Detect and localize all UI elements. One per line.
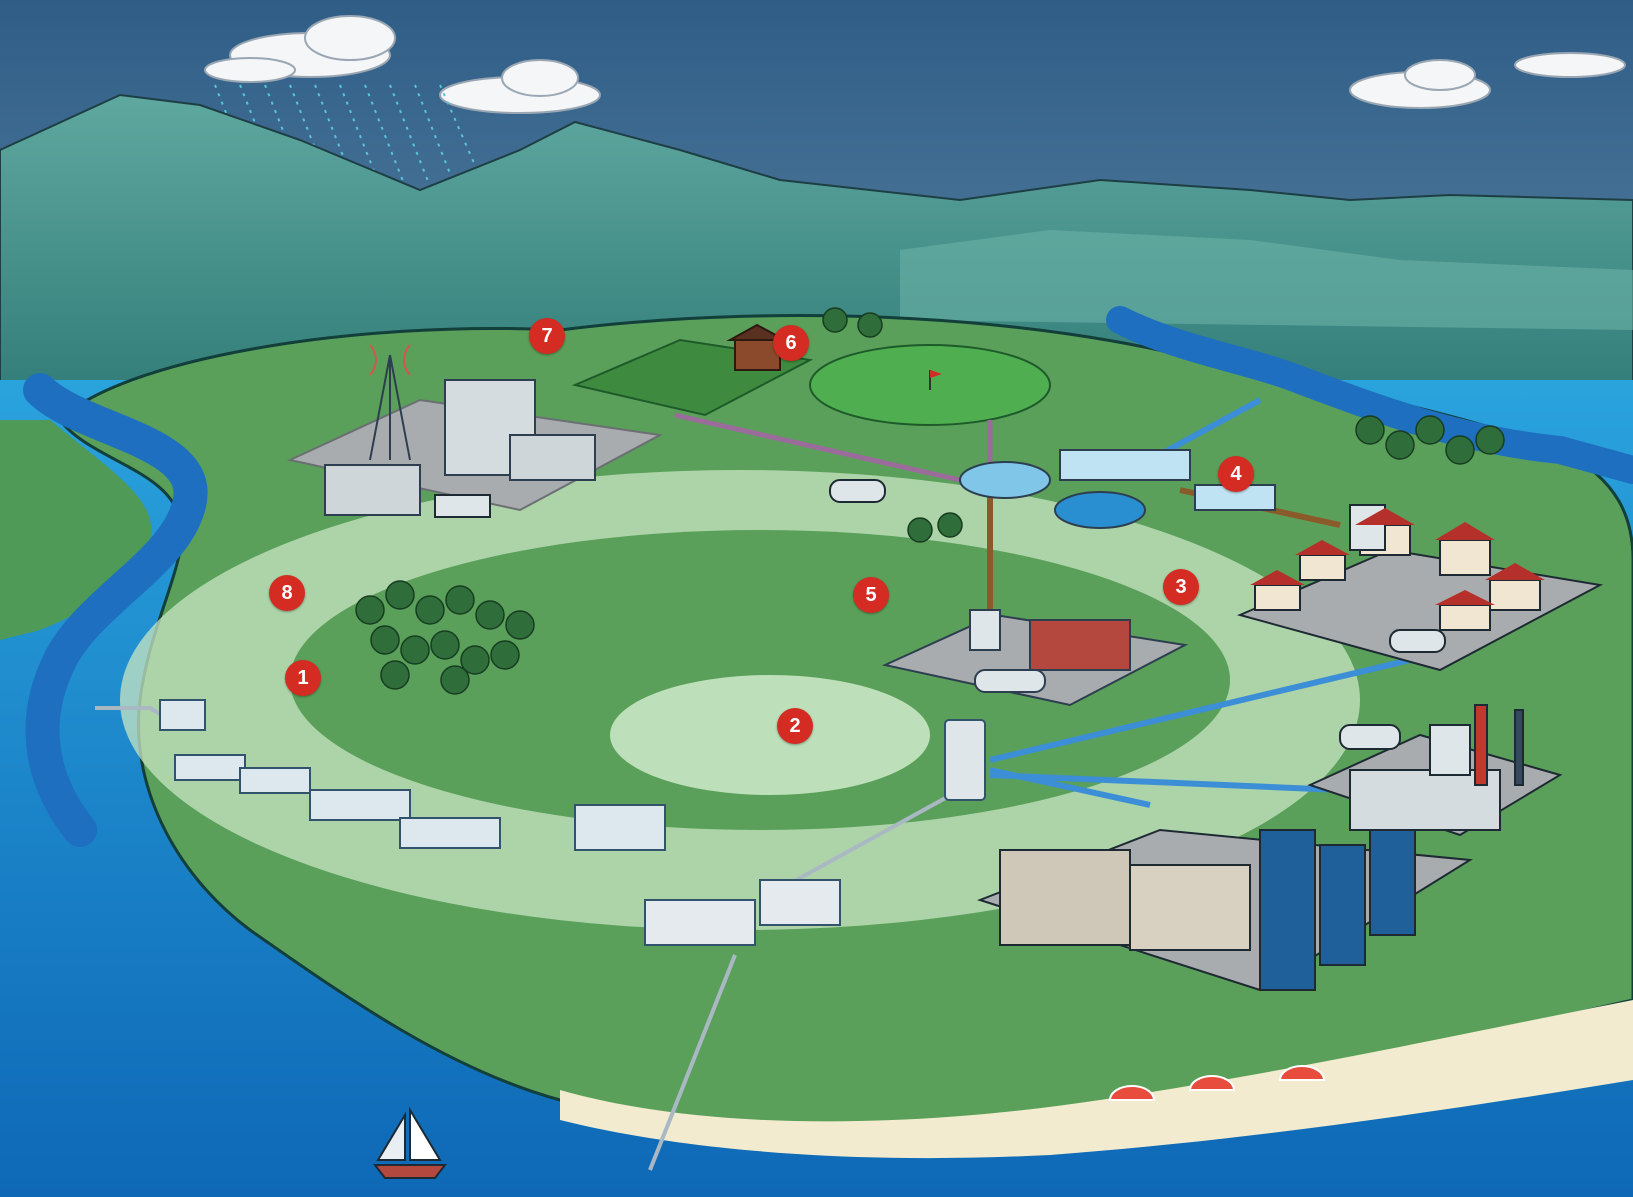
forest-trees [355, 307, 1505, 695]
office-building [324, 464, 421, 516]
sailboat-icon [372, 1106, 448, 1179]
marker-golf-course-irrigation[interactable]: 6 [773, 325, 809, 361]
service-zone-core [610, 675, 930, 795]
marker-agricultural-irrigation[interactable]: 7 [529, 318, 565, 354]
marker-protected-forest-area[interactable]: 8 [269, 575, 305, 611]
house-roofs [1250, 508, 1545, 605]
cloud-icon [204, 15, 1626, 114]
water-treatment-line [159, 699, 666, 851]
beach-umbrella-icon [1108, 1065, 1326, 1101]
river [23, 373, 208, 847]
signal-waves-icon [369, 344, 411, 376]
beach [560, 1000, 1633, 1159]
annex-building [509, 434, 596, 481]
mountain-ridge [900, 230, 1633, 330]
industrial-wastewater-plant [881, 609, 1189, 707]
antenna-tower-icon [369, 354, 411, 461]
marker-water-treatment-plant[interactable]: 1 [285, 660, 321, 696]
marker-industrial-wastewater-plant[interactable]: 5 [853, 577, 889, 613]
marker-sewage-pretreatment[interactable]: 4 [1218, 456, 1254, 492]
barn-icon [726, 323, 786, 371]
marker-residential-area[interactable]: 3 [1163, 569, 1199, 605]
city-buildings [977, 819, 1474, 992]
factory [1307, 704, 1563, 837]
tanker-truck-icon [434, 479, 1446, 750]
flag-icon [930, 370, 942, 378]
water-tower-icon [944, 719, 986, 801]
pumping-station [644, 879, 841, 946]
marker-water-tower-distribution[interactable]: 2 [777, 708, 813, 744]
